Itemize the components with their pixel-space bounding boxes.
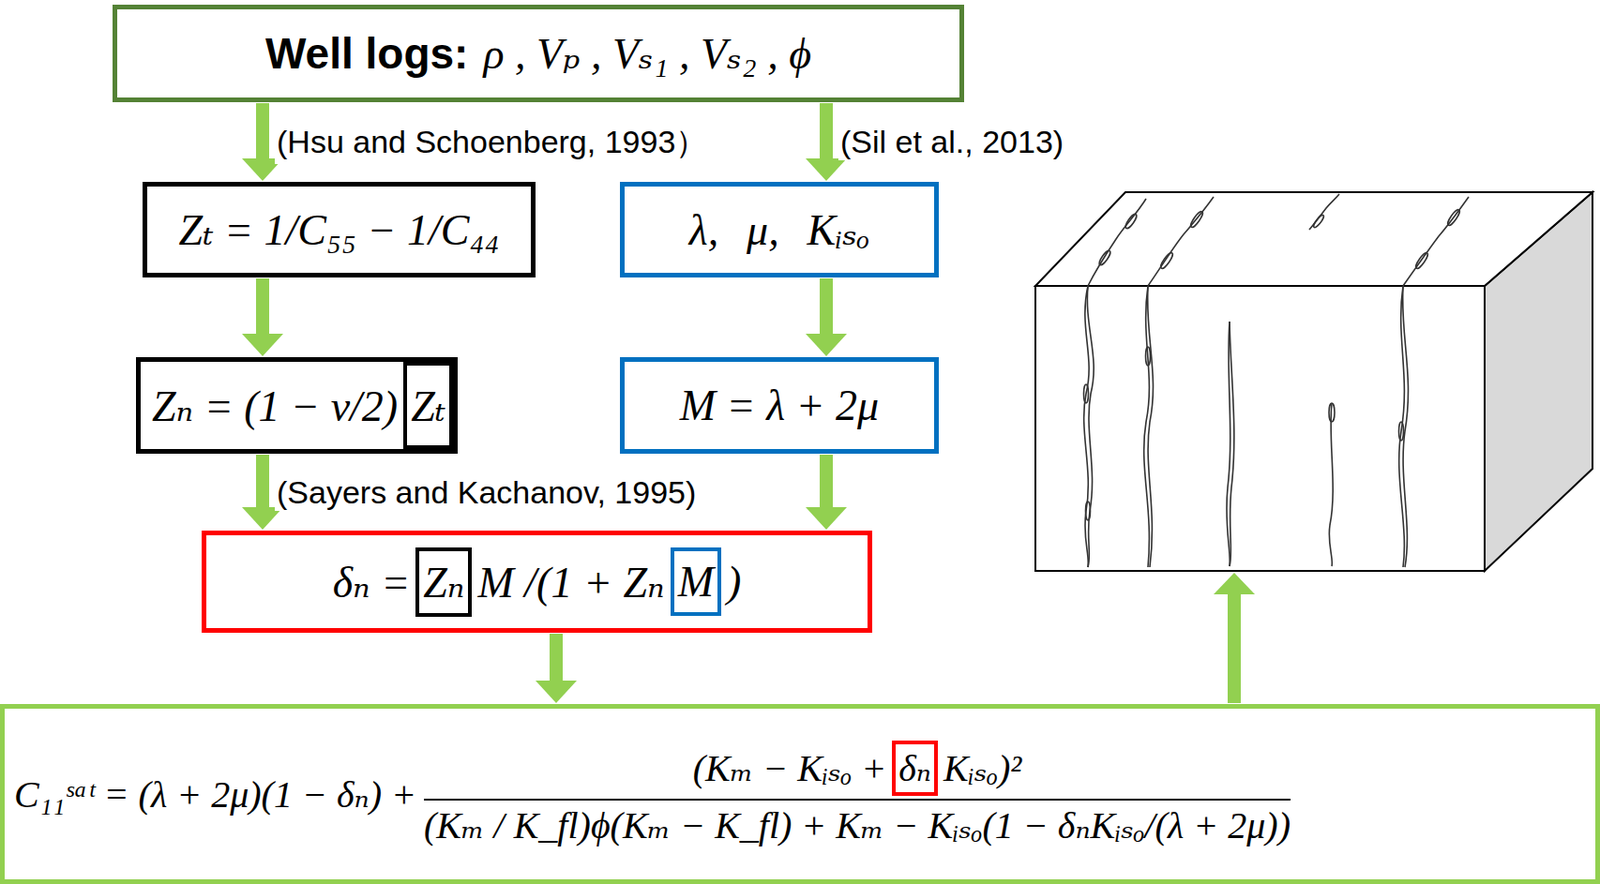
fraction: (Kₘ − Kᵢₛₒ +δₙKᵢₛₒ)²(Kₘ / K_fl)ϕ(Kₘ − K_… [423,740,1291,848]
arrow-shaft [819,103,833,161]
formula-text: (Kₘ − Kᵢₛₒ + [693,746,887,791]
arrow-shaft [256,278,270,336]
arrow-head [535,680,577,704]
arrow-head [805,333,847,357]
formula-text: (Kₘ / K_fl)ϕ(Kₘ − K_fl) + Kₘ − Kᵢₛₒ(1 − … [423,803,1291,848]
fractures [1084,194,1470,568]
flow-arrow [535,633,577,704]
formula-text: λ, μ, Kᵢₛₒ [689,204,870,256]
arrow-shaft [256,454,270,510]
formula-text: Zₙ [422,557,465,608]
edge-label: (Sil et al., 2013) [838,123,1066,161]
highlight-box: M [670,547,722,617]
formula-text: δₙ [898,746,932,791]
process-box: Zₙ = (1 − ν/2)Zₜ [135,357,458,454]
result-box: δₙ =ZₙM /(1 + Zₙ M) [201,530,873,634]
source-box: Well logs: ρ , Vₚ , Vₛ₁ , Vₛ₂ , ϕ [112,4,965,103]
equation-box: C₁₁ˢᵃᵗ = (λ + 2μ)(1 − δₙ) +(Kₘ − Kᵢₛₒ +δ… [0,704,1600,884]
up-arrow [1213,573,1255,704]
formula-text: Zₜ [410,380,446,432]
arrow-shaft [819,278,833,336]
formula-text: ρ , Vₚ , Vₛ₁ , Vₛ₂ , ϕ [483,28,812,79]
arrow-shaft [819,454,833,510]
highlight-box: Zₙ [415,547,472,618]
formula-text: Zₜ = 1/C₅₅ − 1/C₄₄ [179,204,500,256]
numerator: (Kₘ − Kᵢₛₒ +δₙKᵢₛₒ)² [693,740,1022,800]
formula-text: C₁₁ˢᵃᵗ = (λ + 2μ)(1 − δₙ) + [14,772,417,817]
denominator: (Kₘ / K_fl)ϕ(Kₘ − K_fl) + Kₘ − Kᵢₛₒ(1 − … [423,799,1291,848]
formula-text: M [678,557,714,607]
formula-text: Zₙ = (1 − ν/2) [151,380,398,432]
formula-text: M /(1 + Zₙ [477,557,665,608]
highlight-box: Zₜ [403,362,453,450]
formula-text: ) [726,557,741,607]
block-top [1035,192,1593,287]
highlight-box: δₙ [891,740,938,797]
formula-text: Kᵢₛₒ)² [943,746,1022,791]
formula-text: M = λ + 2μ [679,380,879,431]
block-front [1035,286,1485,572]
edge-label: (Sayers and Kachanov, 1995) [274,474,698,512]
fractured-rock-block [1035,192,1593,572]
process-box: M = λ + 2μ [619,357,939,454]
process-box: Zₜ = 1/C₅₅ − 1/C₄₄ [142,181,536,278]
arrow-head [241,333,284,357]
flow-arrow [805,278,847,357]
arrow-head [805,507,847,530]
edge-label: (Hsu and Schoenberg, 1993） [274,120,710,165]
formula-text: δₙ = [332,557,411,608]
arrow-head [805,158,847,182]
arrow-shaft [549,633,563,683]
flow-arrow [805,454,847,530]
heading-text: Well logs: [265,28,468,79]
flow-arrow [241,278,284,357]
process-box: λ, μ, Kᵢₛₒ [619,181,939,278]
arrow-shaft [256,103,270,161]
arrow-head [241,507,284,530]
